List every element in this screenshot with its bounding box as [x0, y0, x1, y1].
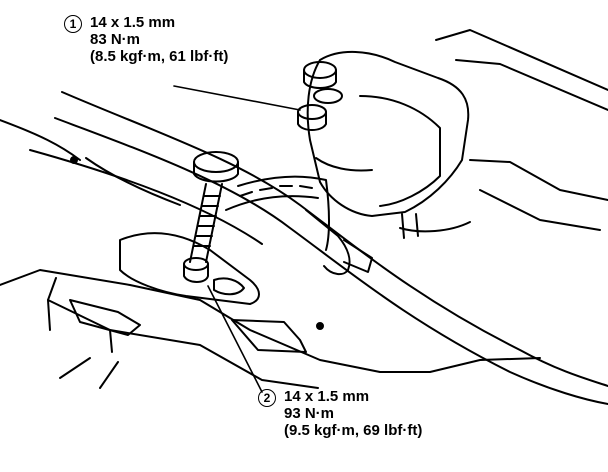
bolt-size-1: 14 x 1.5 mm — [90, 14, 176, 31]
torque-alt-2: (9.5 kgf·m, 69 lbf·ft) — [284, 422, 423, 439]
torque-nm-2: 93 N·m — [284, 405, 335, 422]
bracket-plate — [70, 156, 324, 330]
torque-alt-1: (8.5 kgf·m, 61 lbf·ft) — [90, 48, 229, 65]
callout-number-2: 2 — [258, 389, 276, 407]
bolt-size-2: 14 x 1.5 mm — [284, 388, 370, 405]
mount-bolt-2 — [183, 151, 239, 283]
callout-number-1: 1 — [64, 15, 82, 33]
leader-lines — [173, 85, 301, 393]
torque-nm-1: 83 N·m — [90, 31, 141, 48]
mount-upper — [297, 29, 608, 239]
lower-panel — [0, 269, 541, 389]
stiffener-rib — [225, 175, 373, 276]
subframe-upper — [0, 91, 608, 405]
